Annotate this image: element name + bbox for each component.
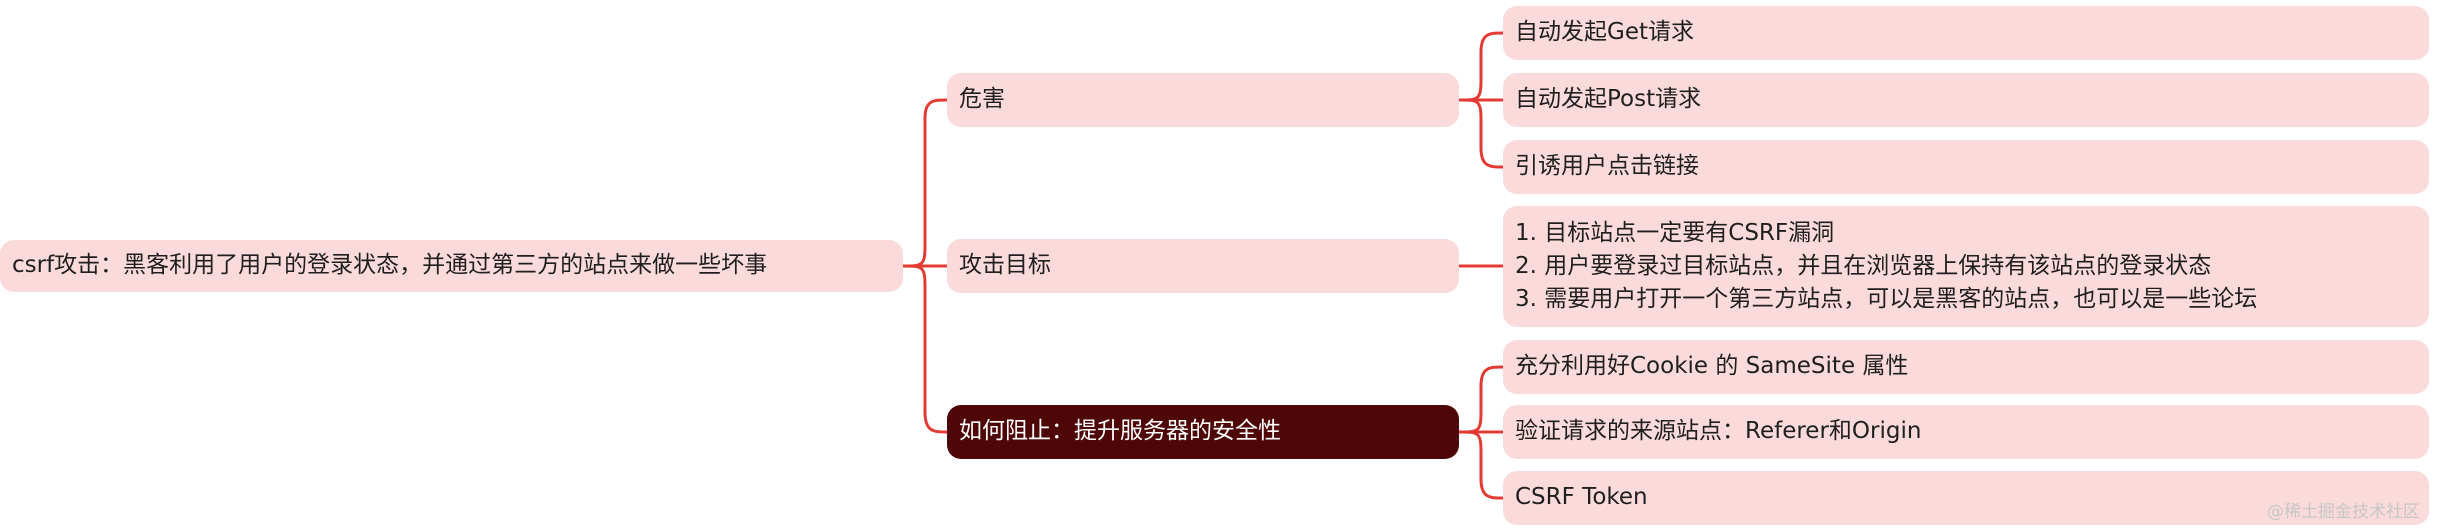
- connector-root-to-branch-1: [901, 98, 949, 268]
- leaf-attack-conditions: 1. 目标站点一定要有CSRF漏洞 2. 用户要登录过目标站点，并且在浏览器上保…: [1503, 206, 2429, 327]
- connector-branch-3-to-leaf-3: [1457, 430, 1505, 500]
- leaf-csrf-token: CSRF Token: [1503, 471, 2429, 525]
- watermark: @稀土掘金技术社区: [2267, 502, 2420, 522]
- attack-conditions-list: 1. 目标站点一定要有CSRF漏洞 2. 用户要登录过目标站点，并且在浏览器上保…: [1515, 218, 2257, 315]
- attack-condition-3: 3. 需要用户打开一个第三方站点，可以是黑客的站点，也可以是一些论坛: [1515, 286, 2258, 313]
- branch-harm: 危害: [947, 73, 1459, 127]
- leaf-samesite: 充分利用好Cookie 的 SameSite 属性: [1503, 340, 2429, 394]
- leaf-auto-get: 自动发起Get请求: [1503, 6, 2429, 60]
- leaf-auto-post-text: 自动发起Post请求: [1515, 86, 1702, 113]
- connector-branch-3-to-leaf-1: [1457, 365, 1505, 434]
- root-node: csrf攻击：黑客利用了用户的登录状态，并通过第三方的站点来做一些坏事: [0, 240, 903, 292]
- branch-prevention-text: 如何阻止：提升服务器的安全性: [959, 418, 1281, 445]
- connector-root-to-branch-3: [901, 264, 949, 434]
- branch-harm-text: 危害: [959, 86, 1005, 113]
- attack-condition-1: 1. 目标站点一定要有CSRF漏洞: [1515, 219, 1835, 246]
- leaf-referer-origin-text: 验证请求的来源站点：Referer和Origin: [1515, 418, 1922, 445]
- connector-branch-1-to-leaf-3: [1457, 98, 1505, 169]
- attack-condition-2: 2. 用户要登录过目标站点，并且在浏览器上保持有该站点的登录状态: [1515, 252, 2212, 279]
- branch-attack-target-text: 攻击目标: [959, 252, 1051, 279]
- branch-prevention: 如何阻止：提升服务器的安全性: [947, 405, 1459, 459]
- branch-attack-target: 攻击目标: [947, 239, 1459, 293]
- root-node-text: csrf攻击：黑客利用了用户的登录状态，并通过第三方的站点来做一些坏事: [12, 252, 768, 279]
- leaf-lure-link: 引诱用户点击链接: [1503, 140, 2429, 194]
- leaf-auto-get-text: 自动发起Get请求: [1515, 19, 1694, 46]
- leaf-lure-link-text: 引诱用户点击链接: [1515, 153, 1699, 180]
- connector-branch-1-to-leaf-1: [1457, 31, 1505, 102]
- leaf-csrf-token-text: CSRF Token: [1515, 484, 1648, 511]
- leaf-samesite-text: 充分利用好Cookie 的 SameSite 属性: [1515, 353, 1909, 380]
- leaf-referer-origin: 验证请求的来源站点：Referer和Origin: [1503, 405, 2429, 459]
- leaf-auto-post: 自动发起Post请求: [1503, 73, 2429, 127]
